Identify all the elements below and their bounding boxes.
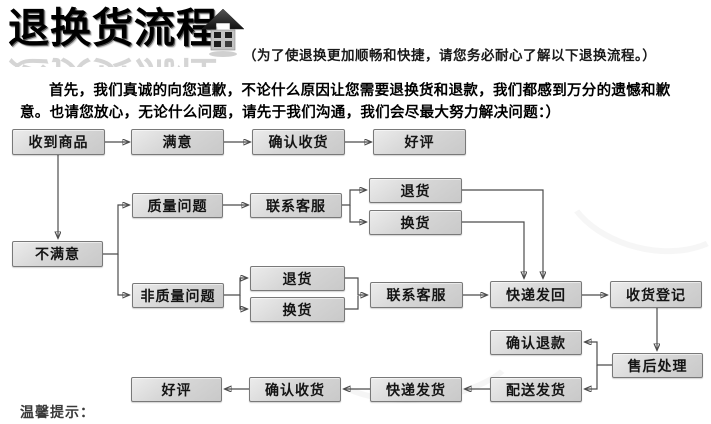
edge-aftersales-to-confirm-refund <box>585 342 612 366</box>
flow-node-good-review-2: 好评 <box>131 377 222 402</box>
flow-node-return-1: 退货 <box>369 178 462 203</box>
edge-contact-cs-1-to-exchange-1 <box>349 205 366 222</box>
flow-node-contact-cs-2: 联系客服 <box>370 282 463 308</box>
edge-exchange-2-to-contact-cs-2 <box>345 296 359 310</box>
edge-return-2-to-contact-cs-2 <box>345 277 367 295</box>
watermark-swoosh <box>548 110 711 272</box>
flow-node-exchange-2: 换货 <box>250 297 345 322</box>
flow-node-express-ship: 快递发货 <box>370 377 462 402</box>
edge-unsatisfied-to-non-quality-issue <box>117 254 129 295</box>
flow-node-return-2: 退货 <box>250 266 345 291</box>
flow-node-exchange-1: 换货 <box>369 210 462 235</box>
home-arrow-icon <box>201 8 245 57</box>
intro-paragraph: 首先，我们真诚的向您道歉，不论什么原因让您需要退换货和退款，我们都感到万分的遗憾… <box>20 83 671 121</box>
flow-node-received: 收到商品 <box>12 129 105 155</box>
flow-node-quality-issue: 质量问题 <box>132 193 223 218</box>
flow-node-non-quality-issue: 非质量问题 <box>132 283 224 308</box>
flow-node-satisfied: 满意 <box>131 129 224 155</box>
flow-node-dispatch-ship: 配送发货 <box>490 377 582 402</box>
flow-node-express-return: 快递发回 <box>490 281 582 308</box>
flow-node-confirm-receipt-2: 确认收货 <box>249 377 341 402</box>
flow-node-unsatisfied: 不满意 <box>12 241 103 267</box>
flow-node-contact-cs-1: 联系客服 <box>250 193 342 218</box>
edge-unsatisfied-to-quality-issue <box>103 205 129 255</box>
edge-return-1-to-express-return <box>462 189 543 278</box>
page-subtitle: （为了使退换更加顺畅和快捷，请您务必耐心了解以下退换流程。） <box>243 48 657 63</box>
edge-non-quality-issue-to-return-2 <box>224 278 247 296</box>
edge-non-quality-issue-to-exchange-2 <box>239 295 247 309</box>
flow-node-receipt-register: 收货登记 <box>610 281 702 308</box>
edge-exchange-1-to-express-return <box>462 221 524 278</box>
flow-node-confirm-refund: 确认退款 <box>490 330 582 355</box>
page-title: 退换货流程 <box>8 5 218 51</box>
flow-node-confirm-receipt: 确认收货 <box>252 129 345 155</box>
warm-tip-label: 温馨提示： <box>20 404 95 420</box>
flow-node-good-review: 好评 <box>373 129 466 155</box>
edge-contact-cs-1-to-return-1 <box>342 190 366 206</box>
flow-node-aftersales: 售后处理 <box>612 353 703 378</box>
edge-aftersales-to-dispatch-ship <box>585 365 598 389</box>
